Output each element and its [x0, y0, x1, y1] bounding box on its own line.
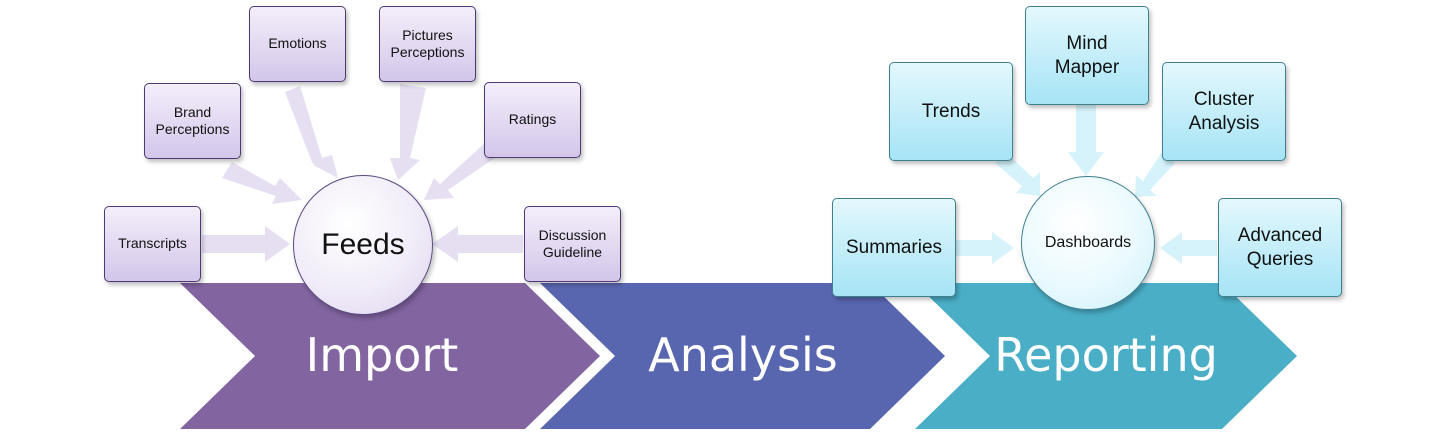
summaries-box: Summaries [832, 198, 956, 297]
arrow-pictures-to-feeds [390, 84, 426, 180]
reporting-dashboard-arrows [956, 105, 1217, 264]
reporting-chevron [915, 283, 1297, 429]
import-stage-label: Import [305, 328, 459, 382]
arrow-queries-to-dashboards [1160, 232, 1217, 264]
feeds-hub-label: Feeds [321, 228, 405, 261]
advanced-queries-label: Advanced Queries [1237, 224, 1323, 270]
analysis-chevron [540, 283, 945, 429]
emotions-label: Emotions [268, 35, 327, 52]
arrow-mindmapper-to-dashboards [1068, 105, 1104, 176]
ratings-box: Ratings [484, 82, 581, 158]
arrow-ratings-to-feeds [424, 142, 496, 200]
reporting-stage-label: Reporting [994, 328, 1218, 382]
mind-mapper-label: Mind Mapper [1054, 32, 1120, 78]
arrow-guideline-to-feeds [432, 226, 523, 262]
pictures-perceptions-label: Pictures Perceptions [390, 26, 465, 61]
brand-perceptions-label: Brand Perceptions [155, 103, 230, 138]
arrow-emotions-to-feeds [285, 86, 338, 178]
pictures-perceptions-box: Pictures Perceptions [379, 6, 476, 82]
mind-mapper-box: Mind Mapper [1025, 6, 1149, 105]
advanced-queries-box: Advanced Queries [1218, 198, 1342, 297]
cluster-analysis-label: Cluster Analysis [1188, 88, 1260, 134]
dashboards-hub: Dashboards [1021, 176, 1155, 310]
arrow-cluster-to-dashboards [1135, 152, 1175, 197]
analysis-stage-label: Analysis [648, 328, 838, 382]
transcripts-box: Transcripts [104, 206, 201, 282]
trends-label: Trends [921, 100, 981, 122]
arrow-summaries-to-dashboards [956, 232, 1014, 264]
cluster-analysis-box: Cluster Analysis [1162, 62, 1286, 161]
transcripts-label: Transcripts [118, 235, 187, 252]
arrow-transcripts-to-feeds [202, 226, 290, 262]
dashboards-hub-label: Dashboards [1044, 234, 1132, 251]
arrow-trends-to-dashboards [995, 154, 1040, 196]
ratings-label: Ratings [508, 111, 557, 128]
feeds-hub: Feeds [293, 175, 433, 315]
import-feed-arrows [202, 84, 523, 262]
trends-box: Trends [889, 62, 1013, 161]
summaries-label: Summaries [845, 236, 943, 258]
import-chevron [180, 283, 600, 429]
discussion-guideline-box: Discussion Guideline [524, 206, 621, 282]
emotions-box: Emotions [249, 6, 346, 82]
arrow-brand-to-feeds [222, 162, 302, 204]
brand-perceptions-box: Brand Perceptions [144, 83, 241, 159]
discussion-guideline-label: Discussion Guideline [538, 226, 607, 261]
